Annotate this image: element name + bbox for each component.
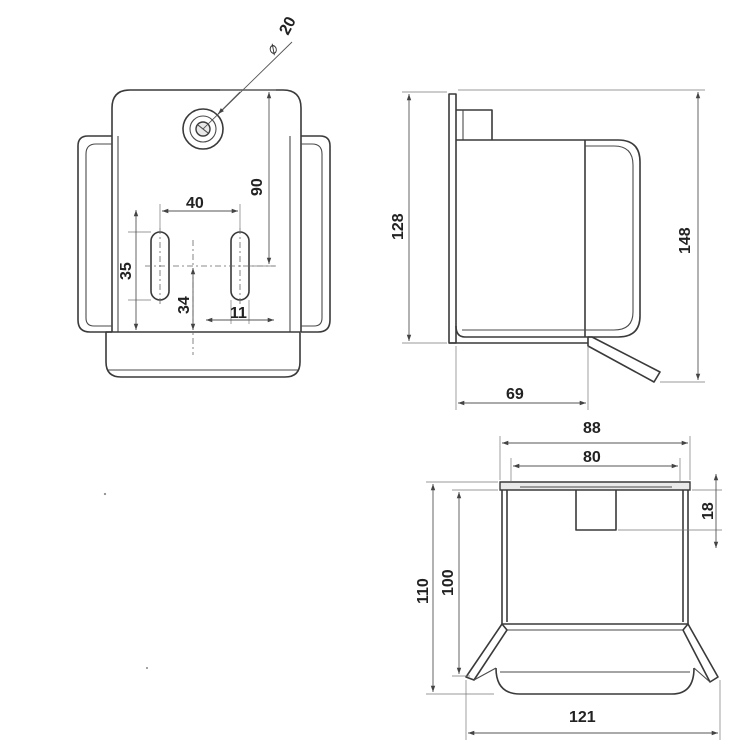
- front-right-wing-inner: [301, 143, 323, 327]
- dim-90-label: 90: [249, 178, 266, 196]
- top-left-flange-link: [473, 667, 497, 681]
- dim-diameter-leader: [202, 41, 293, 130]
- front-left-wing: [77, 135, 112, 333]
- front-mounting-hole-inner: [189, 115, 217, 143]
- dim-80-label: 80: [583, 449, 601, 466]
- front-mounting-hole: [182, 108, 224, 150]
- front-dimensions: ⌀ 20 90 40 35 34 11: [118, 14, 300, 330]
- top-front-lip: [495, 667, 695, 695]
- dim-diameter-value: 20: [277, 14, 300, 38]
- top-tab: [575, 490, 617, 531]
- dim-40-label: 40: [186, 195, 204, 212]
- dim-128-label: 128: [390, 213, 407, 240]
- dim-110-label: 110: [415, 578, 432, 604]
- side-flange: [587, 336, 661, 383]
- dim-88-label: 88: [583, 420, 601, 437]
- dim-100-label: 100: [440, 569, 457, 596]
- side-view: [448, 93, 661, 383]
- dim-34-label: 34: [176, 296, 193, 314]
- dim-148-label: 148: [677, 227, 694, 254]
- side-body: [455, 139, 641, 338]
- front-back-plate: [111, 89, 302, 332]
- front-view: [77, 89, 331, 378]
- dim-69-label: 69: [506, 386, 524, 403]
- scan-speck: [146, 667, 148, 669]
- dim-11-label: 11: [230, 305, 247, 322]
- dim-18-label: 18: [700, 502, 717, 520]
- side-back-plate: [448, 93, 457, 344]
- dim-diameter-symbol: ⌀: [263, 40, 283, 58]
- top-view: [465, 481, 719, 695]
- front-right-wing: [301, 135, 331, 333]
- side-top-tab: [456, 109, 493, 140]
- front-left-wing-inner: [85, 143, 112, 327]
- top-back-plate: [499, 481, 691, 491]
- dim-121-label: 121: [569, 709, 596, 726]
- dim-diameter-arrow: [217, 91, 241, 115]
- front-bottom-tray: [105, 331, 301, 378]
- dim-35-label: 35: [118, 262, 135, 280]
- top-right-flange-link: [693, 667, 711, 683]
- side-body-inner: [585, 145, 634, 331]
- scan-speck: [103, 492, 107, 496]
- side-dimensions: 128 148 69: [390, 89, 705, 410]
- top-dimensions: 88 80 18 110 100 121: [415, 420, 722, 740]
